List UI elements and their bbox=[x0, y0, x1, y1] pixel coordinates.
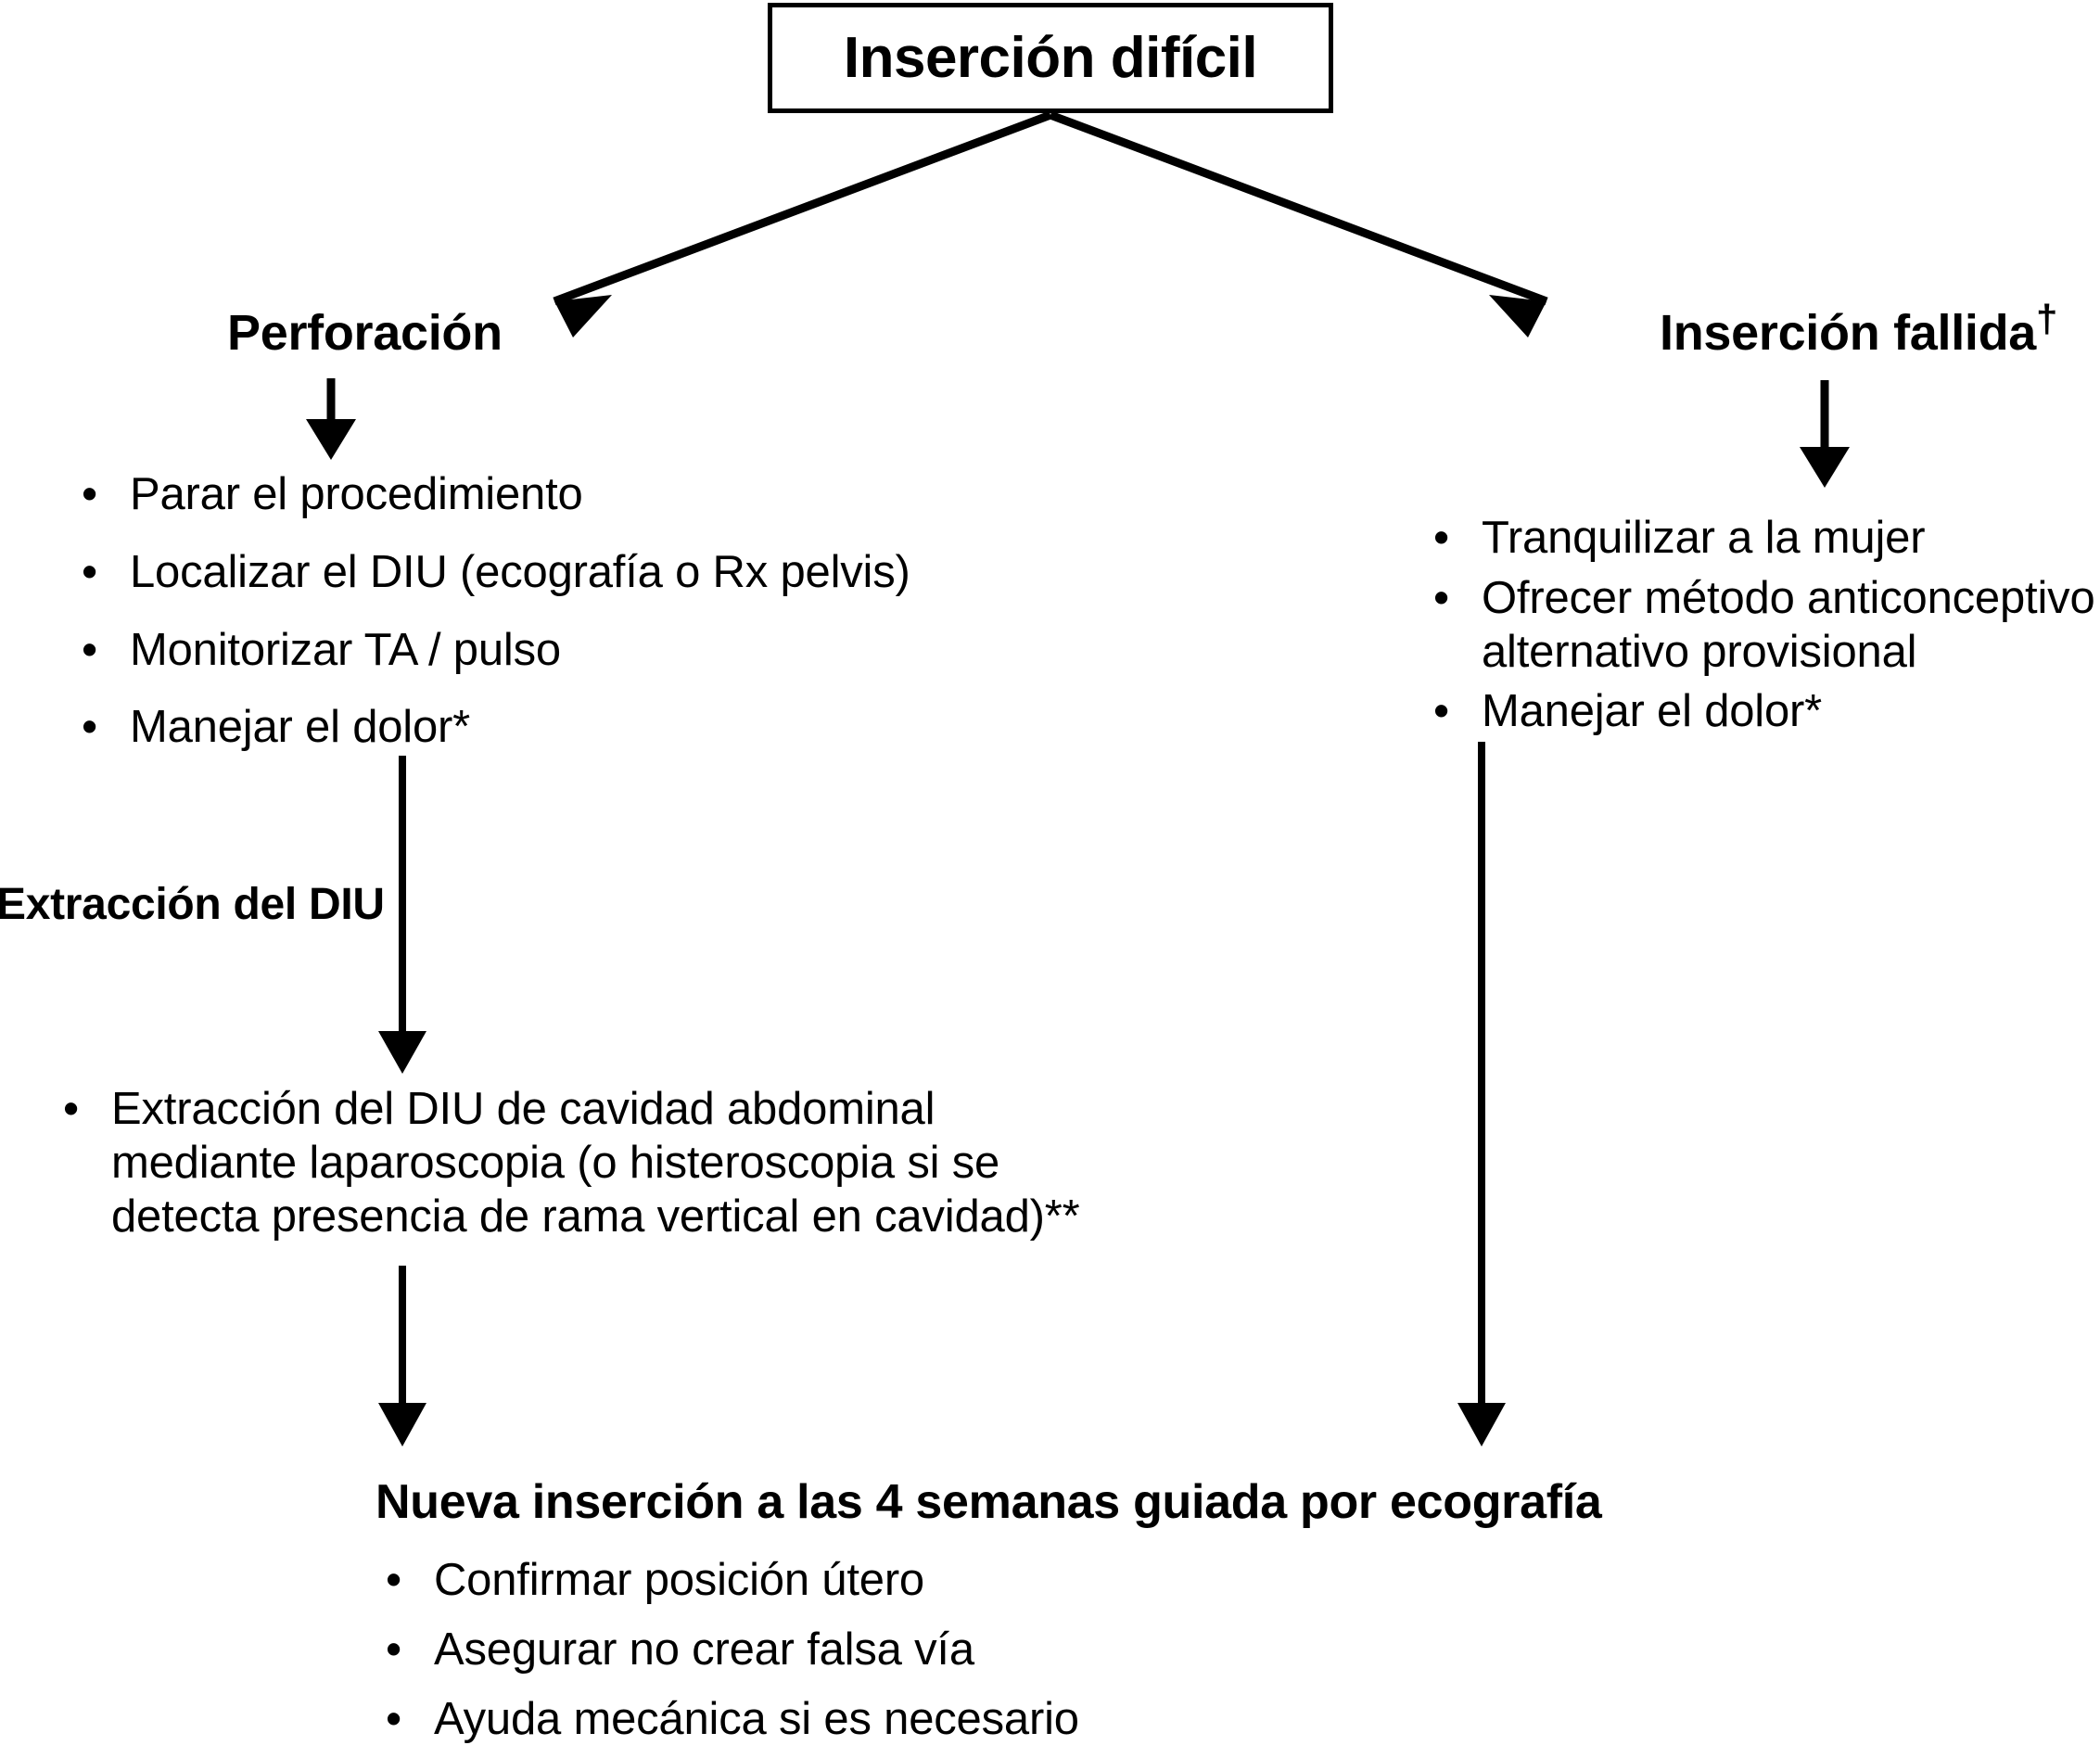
title-box: Inserción difícil bbox=[768, 3, 1333, 113]
list-item: • Parar el procedimiento bbox=[76, 468, 1022, 522]
arrow-insercion-fallida-to-steps bbox=[1800, 380, 1850, 488]
list-item: • Localizar el DIU (ecografía o Rx pelvi… bbox=[76, 546, 1022, 600]
branch-heading-insercion-fallida-label: Inserción fallida bbox=[1660, 305, 2037, 361]
list-item: • Confirmar posición útero bbox=[380, 1554, 1307, 1608]
dagger-marker-icon: † bbox=[2036, 297, 2058, 340]
arrow-title-to-perforacion bbox=[553, 110, 1052, 338]
list-item: • Ofrecer método anticonceptivo alternat… bbox=[1433, 572, 2095, 677]
bullet-icon: • bbox=[386, 1555, 401, 1605]
arrow-extraccion-to-outcome bbox=[378, 1266, 426, 1446]
bullet-icon: • bbox=[1433, 572, 1449, 623]
outcome-heading-label: Nueva inserción a las 4 semanas guiada p… bbox=[375, 1475, 1602, 1529]
list-item: • Asegurar no crear falsa vía bbox=[380, 1624, 1307, 1677]
perforacion-step-list: • Parar el procedimiento • Localizar el … bbox=[76, 468, 1022, 779]
bullet-icon: • bbox=[63, 1084, 79, 1134]
bullet-icon: • bbox=[1433, 686, 1449, 737]
arrow-perforacion-to-steps bbox=[306, 378, 356, 460]
outcome-step-list: • Confirmar posición útero • Asegurar no… bbox=[380, 1554, 1307, 1758]
bullet-icon: • bbox=[1433, 513, 1449, 563]
insercion-fallida-step-list: • Tranquilizar a la mujer • Ofrecer méto… bbox=[1428, 512, 2100, 745]
bullet-icon: • bbox=[82, 469, 97, 519]
branch-heading-insercion-fallida: Inserción fallida† bbox=[1660, 299, 2057, 361]
branch-heading-perforacion: Perforación bbox=[227, 305, 503, 361]
outcome-heading: Nueva inserción a las 4 semanas guiada p… bbox=[375, 1475, 1602, 1529]
arrow-title-to-insercion-fallida bbox=[1049, 110, 1548, 338]
section-heading-label: Extracción del DIU bbox=[0, 880, 385, 929]
list-item: • Ayuda mecánica si es necesario bbox=[380, 1693, 1307, 1747]
arrow-failed-steps-to-outcome bbox=[1457, 742, 1506, 1446]
bullet-icon: • bbox=[82, 546, 97, 597]
bullet-icon: • bbox=[82, 624, 97, 675]
branch-heading-perforacion-label: Perforación bbox=[227, 305, 503, 361]
section-heading-extraccion-del-diu: Extracción del DIU bbox=[0, 880, 385, 930]
bullet-icon: • bbox=[386, 1693, 401, 1744]
list-item: • Manejar el dolor* bbox=[1428, 685, 2100, 739]
extraccion-detail-list: • Extracción del DIU de cavidad abdomina… bbox=[57, 1083, 1170, 1243]
list-item: • Tranquilizar a la mujer bbox=[1428, 512, 2100, 566]
list-item: • Manejar el dolor* bbox=[76, 701, 1022, 755]
title-box-label: Inserción difícil bbox=[843, 25, 1258, 90]
bullet-icon: • bbox=[386, 1624, 401, 1675]
list-item: • Extracción del DIU de cavidad abdomina… bbox=[63, 1084, 1080, 1242]
arrow-steps-to-extraccion bbox=[378, 756, 426, 1074]
list-item: • Monitorizar TA / pulso bbox=[76, 624, 1022, 678]
bullet-icon: • bbox=[82, 702, 97, 753]
